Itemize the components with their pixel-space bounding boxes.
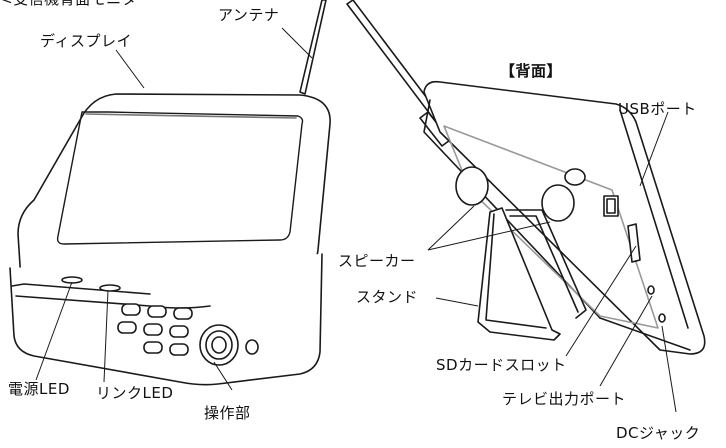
label-tv-out: テレビ出力ポート <box>502 390 627 408</box>
control-buttons <box>117 303 193 356</box>
label-link-led: リンクLED <box>96 384 174 402</box>
back-heading: 【背面】 <box>500 62 563 80</box>
label-power-led: 電源LED <box>8 380 70 398</box>
label-speaker: スピーカー <box>338 252 416 270</box>
label-display: ディスプレイ <box>40 32 132 50</box>
label-sd-slot: SDカードスロット <box>436 356 567 374</box>
label-dc-jack: DCジャック <box>616 424 701 442</box>
stand-shape <box>477 207 587 341</box>
partial-title: <受信機背面モニター <box>0 0 153 8</box>
label-stand: スタンド <box>356 288 419 306</box>
label-usb-port: USBポート <box>618 100 697 118</box>
back-monitor <box>346 0 706 355</box>
leader-lines <box>35 27 677 413</box>
front-monitor <box>9 0 331 386</box>
label-controls: 操作部 <box>204 404 251 422</box>
label-antenna: アンテナ <box>218 6 280 24</box>
